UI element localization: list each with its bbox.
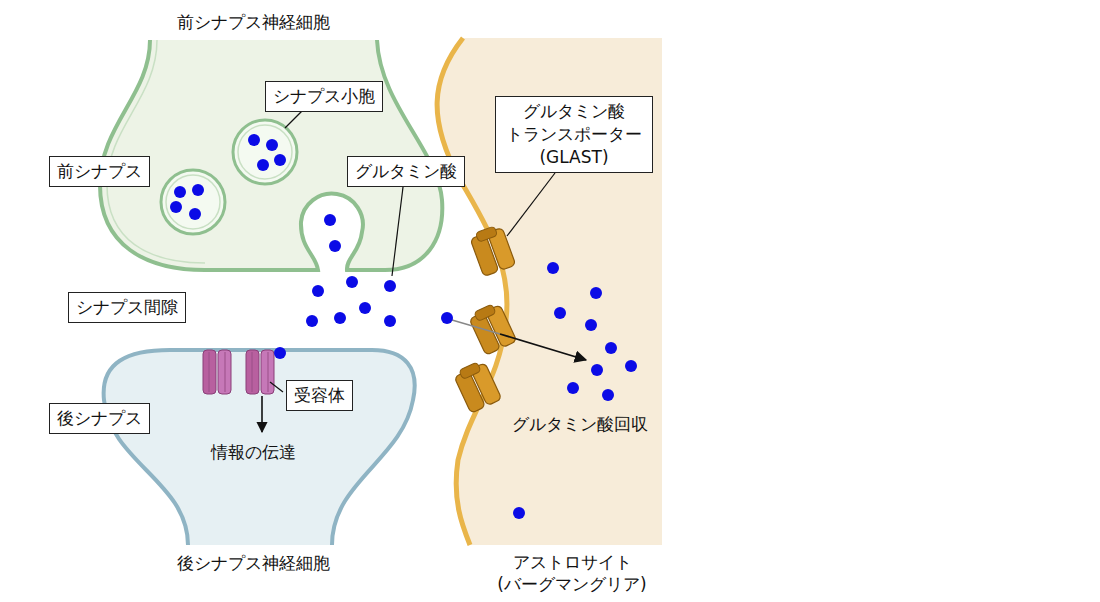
glutamate-dots — [170, 134, 637, 519]
glutamate-dot — [274, 154, 286, 166]
glutamate-dot — [192, 184, 204, 196]
plain-label: アストロサイト (バーグマングリア) — [487, 551, 657, 595]
glutamate-dot — [312, 285, 324, 297]
glutamate-dot — [329, 240, 341, 252]
plain-label: 後シナプス神経細胞 — [177, 552, 330, 574]
glutamate-dot — [334, 312, 346, 324]
glutamate-dot — [384, 315, 396, 327]
glutamate-dot — [602, 389, 614, 401]
glutamate-dot — [189, 208, 201, 220]
glutamate-dot — [306, 315, 318, 327]
label-box: 前シナプス — [49, 156, 150, 187]
label-box: シナプス小胞 — [265, 81, 383, 112]
receptor-symbol — [246, 350, 274, 394]
synaptic-vesicle-inner — [166, 175, 220, 229]
box-text: 後シナプス — [57, 407, 142, 430]
uptake-arrow-faint — [452, 320, 500, 334]
signal-arrow — [261, 396, 263, 432]
leader-line — [392, 187, 403, 276]
plain-label: 情報の伝達 — [211, 441, 296, 463]
glutamate-dot — [585, 319, 597, 331]
uptake-arrow — [500, 334, 586, 360]
label-box: 後シナプス — [49, 403, 150, 434]
glutamate-dot — [554, 307, 566, 319]
glutamate-dot — [590, 287, 602, 299]
plain-label: グルタミン酸回収 — [512, 413, 648, 435]
astrocyte-body — [437, 38, 662, 545]
box-text: グルタミン酸 — [355, 160, 457, 183]
postsynaptic-terminal — [104, 350, 415, 545]
label-box: 受容体 — [286, 380, 353, 411]
transporter-symbol — [467, 301, 516, 355]
synaptic-vesicle — [161, 170, 225, 234]
transporter-symbol — [469, 224, 516, 277]
leader-line — [507, 173, 555, 236]
glutamate-dot — [567, 382, 579, 394]
glutamate-dot — [346, 276, 358, 288]
synaptic-vesicle — [233, 120, 297, 184]
label-box: グルタミン酸 — [347, 156, 465, 187]
synaptic-vesicle-inner — [238, 125, 292, 179]
glutamate-dot — [257, 159, 269, 171]
box-text: グルタミン酸 トランスポーター (GLAST) — [503, 100, 645, 169]
receptor-symbol — [203, 350, 231, 394]
transporter-symbol — [452, 359, 501, 413]
glutamate-dot — [591, 364, 603, 376]
glutamate-dot — [274, 347, 286, 359]
glutamate-dot — [625, 360, 637, 372]
glutamate-dot — [170, 201, 182, 213]
leader-line — [285, 111, 302, 128]
box-text: 前シナプス — [57, 160, 142, 183]
glutamate-dot — [513, 507, 525, 519]
glutamate-dot — [324, 214, 336, 226]
box-text: 受容体 — [294, 384, 345, 407]
glutamate-dot — [359, 302, 371, 314]
box-text: シナプス小胞 — [273, 85, 375, 108]
glutamate-dot — [248, 134, 260, 146]
box-text: シナプス間隙 — [76, 296, 178, 319]
glutamate-dot — [547, 262, 559, 274]
glutamate-dot — [266, 139, 278, 151]
glutamate-dot — [605, 342, 617, 354]
plain-label: 前シナプス神経細胞 — [177, 11, 330, 33]
leader-line — [270, 382, 283, 392]
glutamate-dot — [384, 280, 396, 292]
label-box: グルタミン酸 トランスポーター (GLAST) — [495, 96, 653, 173]
label-box: シナプス間隙 — [68, 292, 186, 323]
glutamate-dot — [441, 312, 453, 324]
glutamate-dot — [174, 186, 186, 198]
